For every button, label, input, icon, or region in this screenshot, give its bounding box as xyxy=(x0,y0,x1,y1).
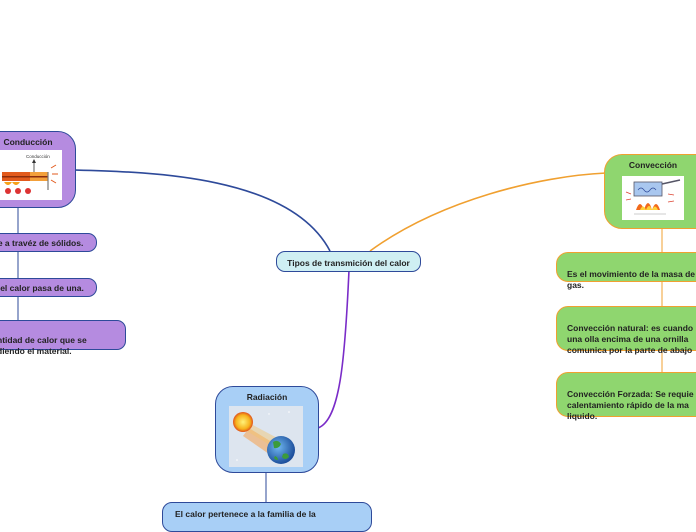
conduction-image-caption: Conducción xyxy=(26,154,50,159)
conveccion-item-3-text: Convección Forzada: Se requie calentamie… xyxy=(567,389,694,421)
conveccion-item-3[interactable]: Convección Forzada: Se requie calentamie… xyxy=(556,372,696,421)
connector-central-radiacion xyxy=(317,269,350,429)
heated-bar-conduction-icon: Conducción xyxy=(0,150,62,200)
radiacion-item-1[interactable]: El calor pertenece a la familia de la xyxy=(162,502,372,532)
boiling-pot-convection-icon xyxy=(622,176,684,220)
topic-conveccion-title: Convección xyxy=(628,160,678,170)
connector-central-conveccion xyxy=(369,172,607,252)
conveccion-item-2[interactable]: Convección natural: es cuando una olla e… xyxy=(556,306,696,355)
topic-conduccion-title: Conducción xyxy=(3,137,53,147)
conduccion-item-1-text: te a travéz de sólidos. xyxy=(0,238,84,248)
conduccion-item-3[interactable]: ntidad de calor que se diendo el materia… xyxy=(0,320,126,356)
conduccion-item-2[interactable]: del calor pasa de una. xyxy=(0,278,97,297)
connector-central-conduccion xyxy=(73,169,331,252)
mindmap-connectors xyxy=(17,169,663,503)
central-topic-label: Tipos de transmición del calor xyxy=(287,258,410,268)
conveccion-item-1[interactable]: Es el movimiento de la masa de gas. xyxy=(556,252,696,290)
central-topic[interactable]: Tipos de transmición del calor xyxy=(276,251,421,272)
conveccion-item-1-text: Es el movimiento de la masa de gas. xyxy=(567,269,696,290)
conduccion-item-1[interactable]: te a travéz de sólidos. xyxy=(0,233,97,252)
conveccion-item-2-text: Convección natural: es cuando una olla e… xyxy=(567,323,694,355)
sun-earth-radiation-icon xyxy=(229,406,303,467)
conduccion-item-3-text: ntidad de calor que se diendo el materia… xyxy=(0,335,87,356)
radiacion-item-1-text: El calor pertenece a la familia de la xyxy=(175,509,316,519)
conduccion-item-2-text: del calor pasa de una. xyxy=(0,283,84,293)
topic-radiacion-title: Radiación xyxy=(246,392,288,402)
